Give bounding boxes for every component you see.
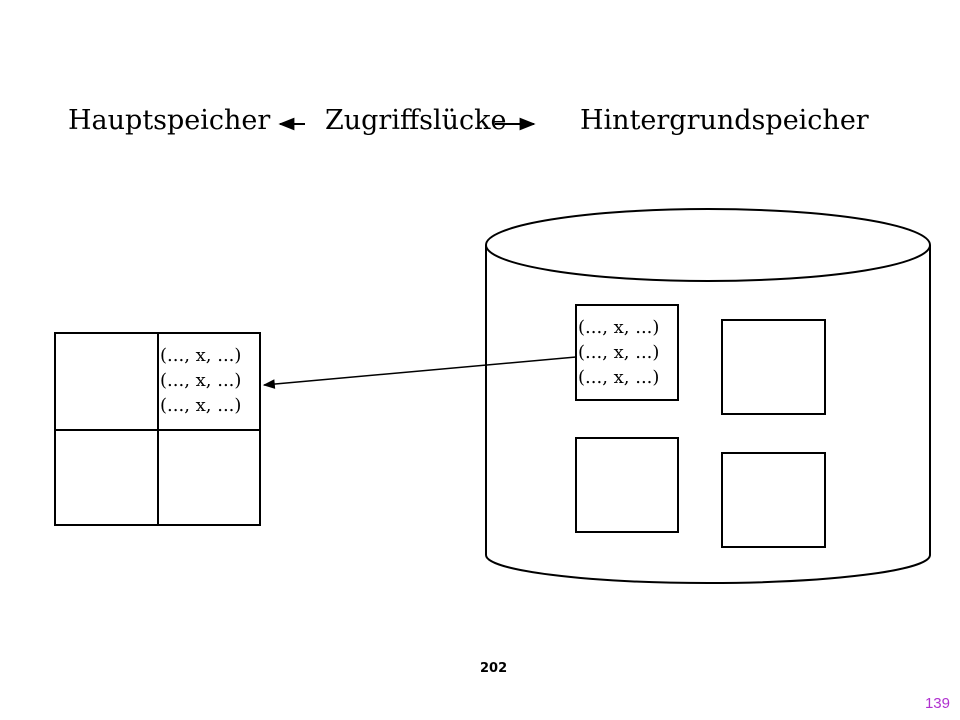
disk-tuple: (..., x, ...): [578, 317, 659, 338]
main-memory-label: Hauptspeicher: [68, 105, 271, 136]
disk-tuple: (..., x, ...): [578, 342, 659, 363]
disk-cylinder-icon: [485, 208, 931, 584]
access-gap-label: Zugriffslücke: [325, 105, 507, 136]
main-memory-tuple: (..., x, ...): [160, 345, 241, 366]
main-memory-grid: [54, 332, 261, 526]
disk-page: [575, 437, 679, 533]
disk-page-with-tuples: [575, 304, 679, 401]
background-storage-label: Hintergrundspeicher: [580, 105, 869, 136]
disk-page: [721, 452, 826, 548]
main-memory-tuple: (..., x, ...): [160, 395, 241, 416]
main-memory-page-tuples: (..., x, ...) (..., x, ...) (..., x, ...…: [160, 345, 241, 416]
transfer-arrow-icon: [262, 356, 577, 389]
slide-number: 139: [924, 695, 950, 712]
disk-page: [721, 319, 826, 415]
disk-tuple: (..., x, ...): [578, 367, 659, 388]
disk-page-tuples: (..., x, ...) (..., x, ...) (..., x, ...…: [578, 317, 659, 388]
main-memory-tuple: (..., x, ...): [160, 370, 241, 391]
page-number: 202: [480, 661, 508, 676]
